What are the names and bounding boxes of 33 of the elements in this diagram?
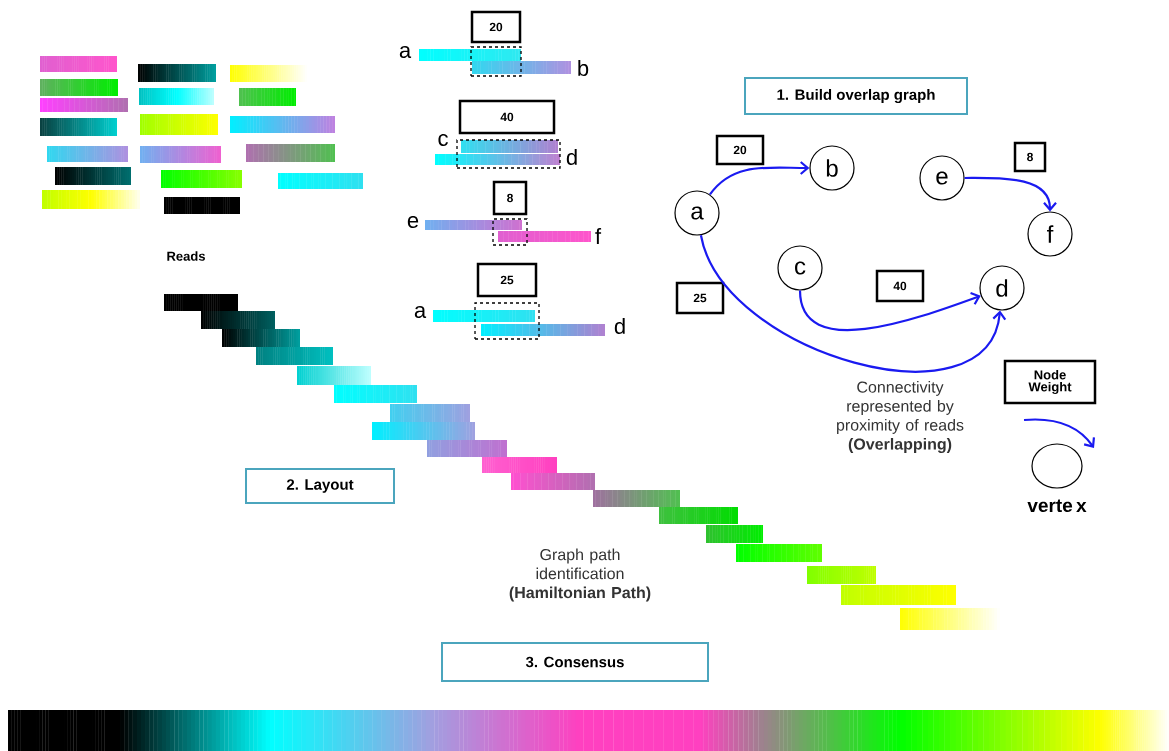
read-letter: d — [614, 317, 625, 335]
weight-box: 25 — [675, 281, 725, 315]
read-letter: d — [566, 148, 577, 166]
weight-box: Node Weight — [1003, 359, 1097, 405]
read-letter: b — [578, 59, 589, 77]
weight-box: 20 — [715, 134, 765, 166]
caption-text: Graph path identification (Hamiltonian Path) — [509, 548, 651, 602]
weight-box: 20 — [470, 10, 522, 44]
step-box: 1. Build overlap graph — [744, 77, 968, 115]
arrow — [964, 176, 1057, 212]
read-letter: a — [414, 305, 427, 318]
weight-box: 40 — [458, 99, 556, 135]
step-box: 3. Consensus — [441, 642, 709, 682]
read-letter: e — [407, 215, 419, 228]
read-letter: f — [595, 228, 602, 244]
overlap-box — [492, 218, 528, 246]
arrow — [699, 234, 1007, 373]
overlap-box — [470, 46, 522, 77]
overlap-box — [456, 139, 561, 169]
overlap-box — [474, 302, 540, 340]
weight-box: 40 — [875, 269, 925, 303]
arrow — [798, 290, 981, 332]
weight-box: 25 — [476, 262, 538, 298]
weight-box: 8 — [1013, 141, 1047, 173]
caption-text: Connectivity represented by proximity of reads (Overlapping) — [837, 381, 964, 453]
caption-text: Reads — [167, 251, 205, 261]
read-letter: a — [399, 45, 412, 58]
read-letter: c — [438, 133, 448, 146]
step-box: 2. Layout — [245, 468, 395, 504]
weight-box: 8 — [492, 180, 528, 216]
arrow — [709, 161, 810, 196]
vertex-caption: verte x — [1027, 499, 1087, 513]
vertex-circle — [1031, 443, 1083, 489]
